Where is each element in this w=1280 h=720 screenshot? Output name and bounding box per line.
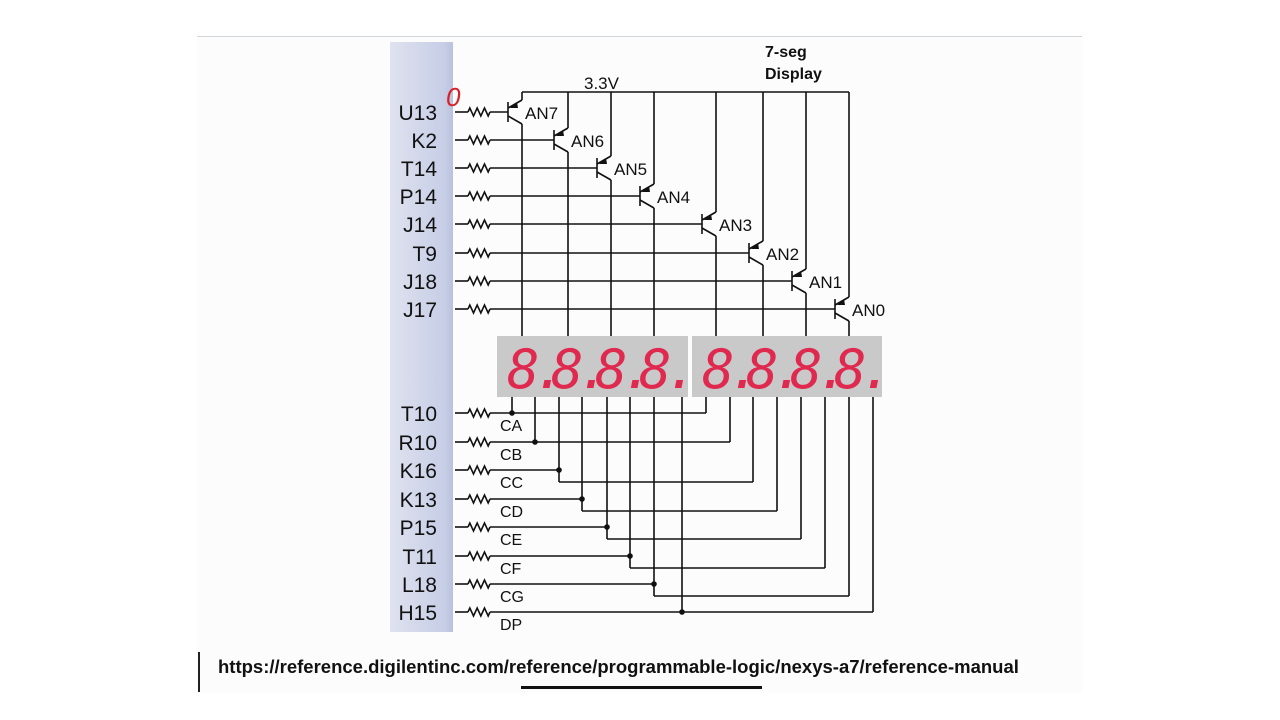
transistor-collector bbox=[553, 143, 569, 153]
cathode-label: CB bbox=[500, 447, 522, 464]
resistor-icon bbox=[467, 464, 491, 476]
transistor-arrow-icon bbox=[704, 214, 712, 220]
cathode-pin-label: L18 bbox=[402, 574, 437, 597]
anode-pin-label: T14 bbox=[401, 158, 438, 181]
transistor-collector bbox=[507, 115, 523, 125]
url-underline bbox=[521, 686, 762, 689]
resistor-icon bbox=[467, 303, 491, 315]
seven-segment-digit: 8. bbox=[639, 338, 692, 401]
display-title-line1: 7-seg bbox=[765, 44, 807, 61]
anode-label: AN1 bbox=[809, 273, 842, 292]
anode-label: AN0 bbox=[852, 301, 885, 320]
resistor-icon bbox=[467, 436, 491, 448]
resistor-icon bbox=[467, 493, 491, 505]
transistor-arrow-icon bbox=[794, 271, 802, 277]
anode-pin-label: J18 bbox=[403, 271, 437, 294]
transistor-collector bbox=[639, 199, 655, 209]
anode-pin-label: T9 bbox=[412, 243, 437, 266]
anode-pin-label: U13 bbox=[398, 102, 437, 125]
anode-pin-label: K2 bbox=[411, 130, 437, 153]
supply-label: 3.3V bbox=[584, 74, 620, 93]
cathode-pin-label: K13 bbox=[400, 489, 437, 512]
transistor-collector bbox=[791, 284, 807, 294]
resistor-icon bbox=[467, 578, 491, 590]
anode-label: AN4 bbox=[657, 188, 690, 207]
anode-pin-label: P14 bbox=[400, 186, 438, 209]
anode-label: AN5 bbox=[614, 160, 647, 179]
seven-segment-digit: 8. bbox=[702, 338, 755, 401]
anode-label: AN3 bbox=[719, 216, 752, 235]
seven-segment-digit: 8. bbox=[507, 338, 560, 401]
cathode-label: CA bbox=[500, 418, 523, 435]
anode-label: AN7 bbox=[525, 104, 558, 123]
reference-url[interactable]: https://reference.digilentinc.com/refere… bbox=[218, 656, 1019, 677]
transistor-collector bbox=[748, 256, 764, 266]
transistor-collector bbox=[834, 312, 850, 322]
cathode-label: CC bbox=[500, 475, 523, 492]
cathode-pin-label: R10 bbox=[398, 432, 437, 455]
cathode-label: CE bbox=[500, 532, 522, 549]
resistor-icon bbox=[467, 275, 491, 287]
transistor-collector bbox=[596, 171, 612, 181]
seven-segment-digit: 8. bbox=[790, 338, 843, 401]
resistor-icon bbox=[467, 521, 491, 533]
seven-segment-digit: 8. bbox=[551, 338, 604, 401]
seven-segment-digit: 8. bbox=[834, 338, 887, 401]
cathode-label: CF bbox=[500, 561, 522, 578]
resistor-icon bbox=[467, 550, 491, 562]
cathode-pin-label: T10 bbox=[401, 403, 437, 426]
resistor-icon bbox=[467, 407, 491, 419]
transistor-collector bbox=[701, 227, 717, 237]
transistor-arrow-icon bbox=[556, 130, 564, 136]
resistor-icon bbox=[467, 606, 491, 618]
display-module bbox=[692, 336, 882, 397]
anode-pin-label: J17 bbox=[403, 299, 437, 322]
cathode-label: DP bbox=[500, 617, 522, 634]
cathode-pin-label: K16 bbox=[400, 460, 437, 483]
text-cursor bbox=[198, 652, 200, 692]
display-title-line2: Display bbox=[765, 66, 822, 83]
transistor-arrow-icon bbox=[837, 299, 845, 305]
seven-segment-digit: 8. bbox=[595, 338, 648, 401]
transistor-arrow-icon bbox=[642, 186, 650, 192]
fpga-pin-bar bbox=[390, 42, 453, 632]
resistor-icon bbox=[467, 162, 491, 174]
display-module bbox=[497, 336, 688, 397]
transistor-arrow-icon bbox=[751, 243, 759, 249]
resistor-icon bbox=[467, 106, 491, 118]
seven-segment-digit: 8. bbox=[746, 338, 799, 401]
cathode-label: CG bbox=[500, 589, 524, 606]
resistor-icon bbox=[467, 247, 491, 259]
anode-pin-label: J14 bbox=[403, 214, 437, 237]
anode-label: AN2 bbox=[766, 245, 799, 264]
cathode-label: CD bbox=[500, 504, 523, 521]
cathode-pin-label: T11 bbox=[402, 546, 437, 569]
transistor-arrow-icon bbox=[510, 102, 518, 108]
cathode-pin-label: H15 bbox=[398, 602, 437, 625]
resistor-icon bbox=[467, 190, 491, 202]
transistor-arrow-icon bbox=[599, 158, 607, 164]
cathode-pin-label: P15 bbox=[400, 517, 437, 540]
resistor-icon bbox=[467, 134, 491, 146]
handwritten-annotation: 0 bbox=[446, 82, 461, 112]
resistor-icon bbox=[467, 218, 491, 230]
anode-label: AN6 bbox=[571, 132, 604, 151]
